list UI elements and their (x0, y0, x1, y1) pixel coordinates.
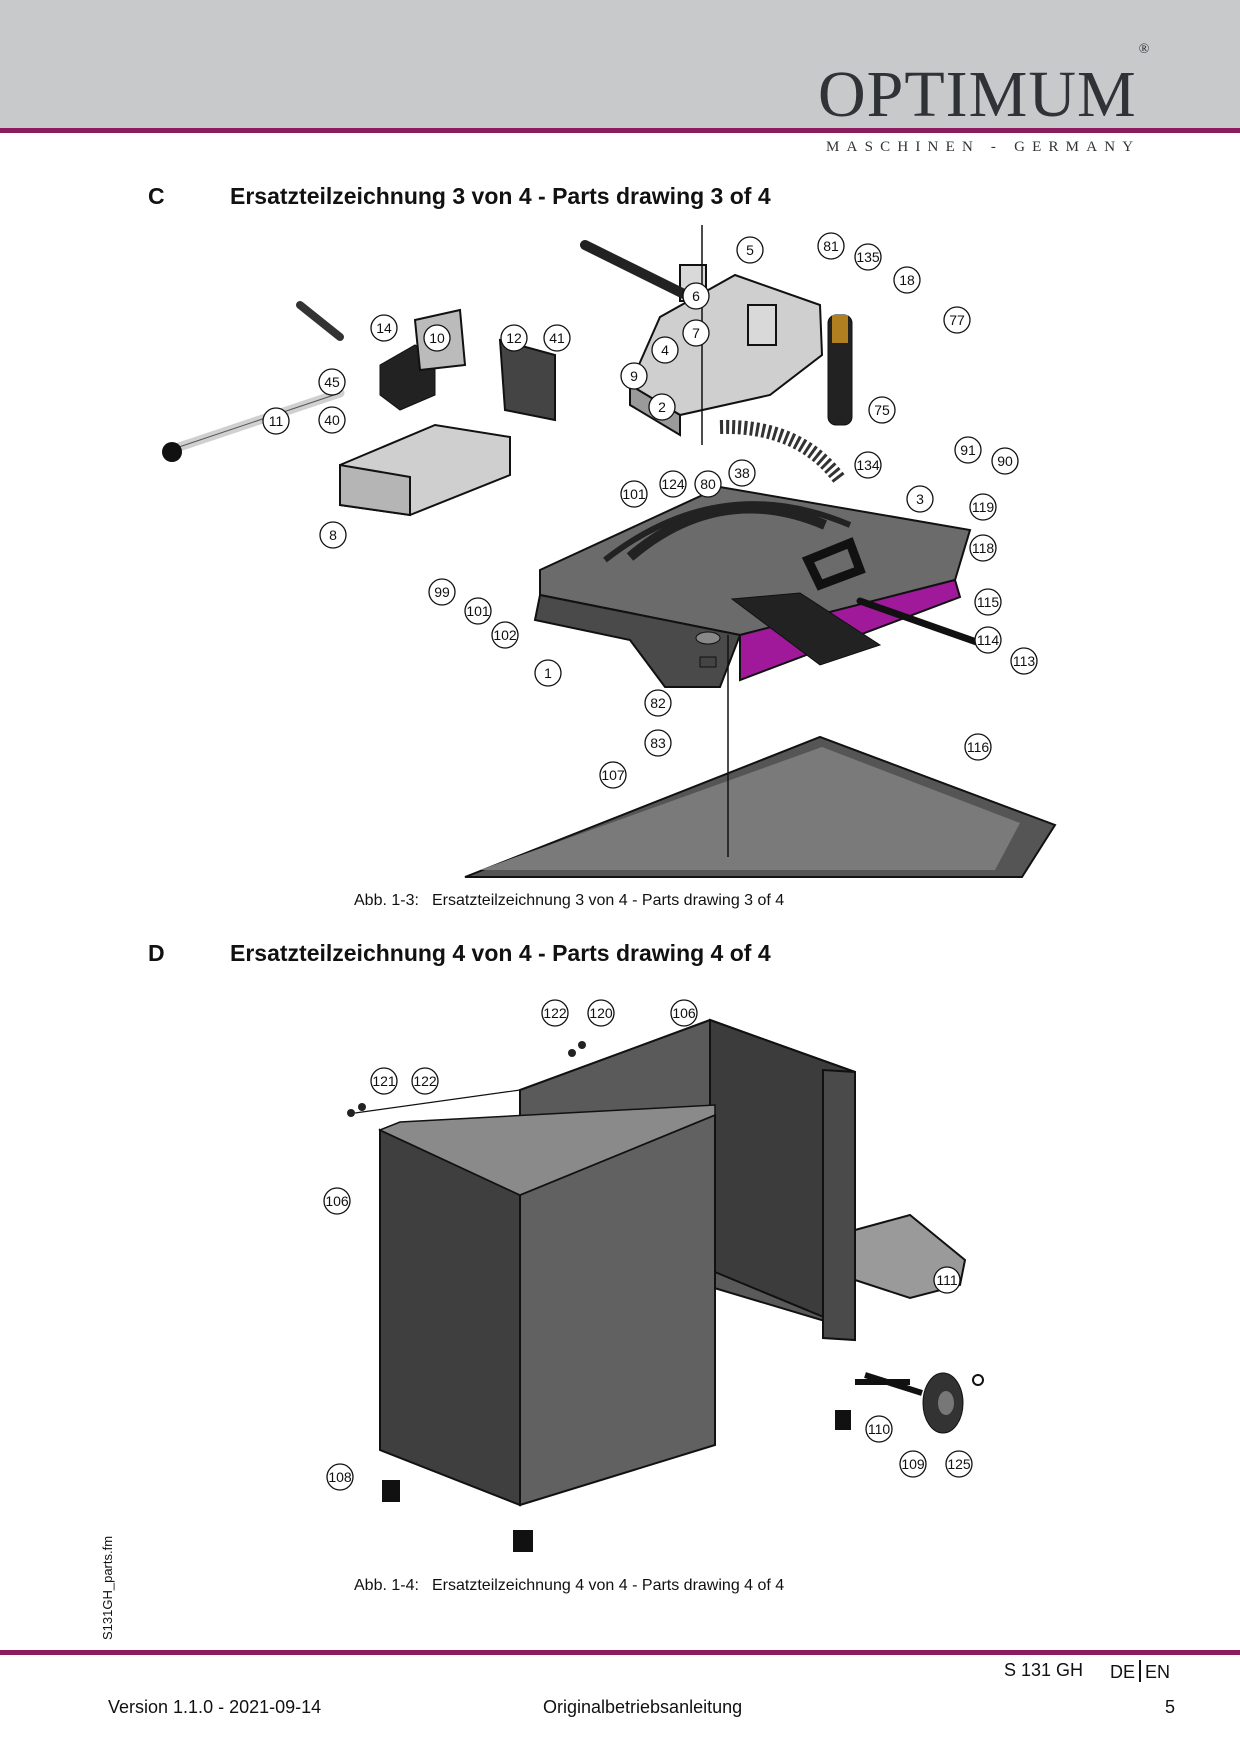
svg-text:11: 11 (269, 413, 284, 429)
svg-text:18: 18 (899, 272, 915, 288)
svg-text:75: 75 (874, 402, 890, 418)
svg-text:90: 90 (997, 453, 1013, 469)
svg-text:80: 80 (700, 476, 716, 492)
svg-text:9: 9 (630, 368, 638, 384)
svg-text:1: 1 (544, 665, 552, 681)
svg-text:101: 101 (466, 603, 490, 619)
footer-rule (0, 1650, 1240, 1655)
svg-text:115: 115 (977, 594, 1000, 610)
svg-text:2: 2 (658, 399, 666, 415)
footer-model: S 131 GH (1004, 1660, 1084, 1680)
parts-drawing-4: 122 120 106 121 122 106 111 110 109 125 … (323, 999, 984, 1552)
svg-text:12: 12 (506, 330, 522, 346)
footer-page-number: 5 (1165, 1697, 1176, 1717)
section-c-letter: C (148, 183, 165, 209)
caption-label: Abb. 1-4: (354, 1577, 419, 1594)
logo-text: OPTIMUM (818, 58, 1137, 131)
svg-text:108: 108 (328, 1469, 352, 1485)
svg-text:106: 106 (325, 1193, 349, 1209)
svg-text:91: 91 (960, 442, 976, 458)
lang-en: EN (1145, 1662, 1171, 1682)
registered-mark: ® (1138, 42, 1151, 57)
svg-text:41: 41 (549, 330, 565, 346)
svg-text:109: 109 (901, 1456, 925, 1472)
svg-text:121: 121 (372, 1073, 396, 1089)
svg-text:101: 101 (622, 486, 646, 502)
svg-text:45: 45 (324, 374, 340, 390)
logo-subtitle: MASCHINEN - GERMANY (826, 139, 1141, 155)
drawing-3-callouts: 5 81 135 18 77 6 7 4 14 10 12 41 9 2 45 … (262, 232, 1038, 789)
svg-text:111: 111 (936, 1272, 957, 1288)
section-d-letter: D (148, 940, 165, 966)
section-c-title: Ersatzteilzeichnung 3 von 4 - Parts draw… (230, 183, 771, 209)
svg-text:119: 119 (972, 499, 995, 515)
svg-text:4: 4 (661, 342, 669, 358)
side-filename: S131GH_parts.fm (100, 1535, 115, 1640)
svg-text:107: 107 (601, 767, 625, 783)
svg-text:8: 8 (329, 527, 337, 543)
svg-text:99: 99 (434, 584, 450, 600)
parts-drawing-3: 5 81 135 18 77 6 7 4 14 10 12 41 9 2 45 … (162, 225, 1057, 878)
svg-text:118: 118 (972, 540, 995, 556)
svg-text:3: 3 (916, 491, 924, 507)
svg-text:6: 6 (692, 288, 700, 304)
caption-label: Abb. 1-3: (354, 892, 419, 909)
svg-text:83: 83 (650, 735, 666, 751)
svg-text:10: 10 (429, 330, 445, 346)
footer-doc-type: Originalbetriebsanleitung (543, 1697, 743, 1717)
svg-text:116: 116 (967, 739, 990, 755)
svg-text:134: 134 (856, 457, 880, 473)
svg-text:135: 135 (856, 249, 880, 265)
svg-text:7: 7 (692, 325, 700, 341)
svg-text:120: 120 (589, 1005, 613, 1021)
svg-text:102: 102 (493, 627, 517, 643)
svg-text:77: 77 (949, 312, 965, 328)
svg-text:40: 40 (324, 412, 340, 428)
svg-text:14: 14 (376, 320, 392, 336)
svg-text:122: 122 (543, 1005, 567, 1021)
svg-text:114: 114 (977, 632, 1000, 648)
svg-text:124: 124 (661, 476, 685, 492)
svg-text:122: 122 (413, 1073, 437, 1089)
caption-figure-1-4: Abb. 1-4: Ersatzteilzeichnung 4 von 4 - P… (354, 1577, 784, 1595)
svg-text:125: 125 (947, 1456, 971, 1472)
section-d-title: Ersatzteilzeichnung 4 von 4 - Parts draw… (230, 940, 771, 966)
caption-figure-1-3: Abb. 1-3: Ersatzteilzeichnung 3 von 4 - P… (354, 892, 784, 910)
svg-text:110: 110 (868, 1421, 891, 1437)
brand-logo: OPTIMUM® (818, 43, 1150, 128)
footer-languages: DE EN (1110, 1660, 1170, 1683)
drawing-4-callouts: 122 120 106 121 122 106 111 110 109 125 … (323, 999, 973, 1491)
svg-text:38: 38 (734, 465, 750, 481)
svg-text:113: 113 (1013, 653, 1036, 669)
footer-version: Version 1.1.0 - 2021-09-14 (108, 1697, 322, 1717)
caption-text: Ersatzteilzeichnung 3 von 4 - Parts draw… (432, 892, 785, 909)
svg-text:81: 81 (823, 238, 839, 254)
svg-text:82: 82 (650, 695, 666, 711)
lang-separator (1139, 1660, 1142, 1682)
header-rule (0, 128, 1240, 133)
svg-text:5: 5 (746, 242, 754, 258)
lang-de: DE (1110, 1662, 1136, 1682)
caption-text: Ersatzteilzeichnung 4 von 4 - Parts draw… (432, 1577, 785, 1594)
svg-text:106: 106 (672, 1005, 696, 1021)
header-band (0, 0, 1240, 128)
